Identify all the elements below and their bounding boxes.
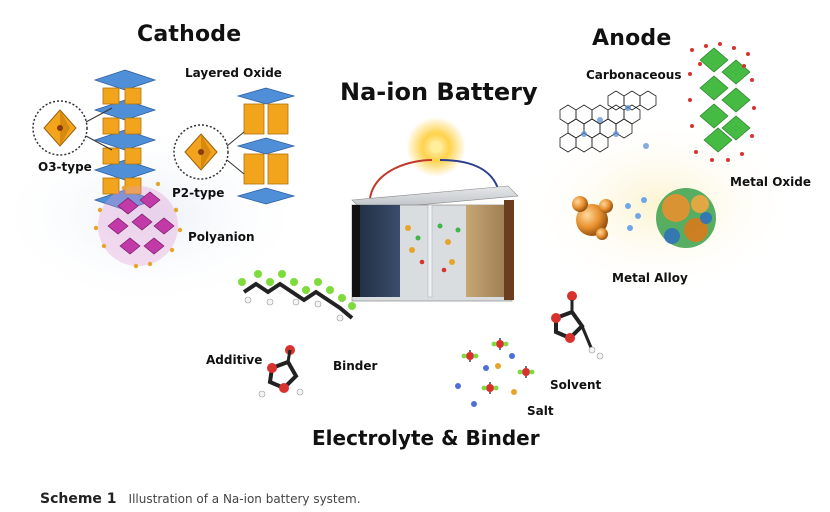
battery-cell [351,117,519,302]
solvent-molecule [551,291,604,360]
additive-label: Additive [206,353,263,367]
polyanion-structure [93,181,183,269]
layered-oxide-o3-structure [32,69,157,211]
figure-caption: Scheme 1 Illustration of a Na-ion battery… [40,488,361,507]
salt-molecules [455,338,535,407]
carbonaceous-label: Carbonaceous [586,68,682,82]
caption-text: Illustration of a Na-ion battery system. [128,492,361,506]
carbonaceous-structure [559,90,657,153]
layered-oxide-label: Layered Oxide [185,66,282,80]
battery-title: Na-ion Battery [340,78,538,106]
polyanion-label: Polyanion [188,230,255,244]
electrolyte-binder-heading: Electrolyte & Binder [312,426,540,450]
metal-alloy-structure [572,188,716,248]
salt-label: Salt [527,404,554,418]
na-ion-battery-diagram [0,42,800,407]
caption-scheme-number: Scheme 1 [40,491,117,507]
cathode-heading: Cathode [137,22,242,47]
additive-molecule [258,345,304,398]
metal-alloy-label: Metal Alloy [612,271,688,285]
binder-molecule [238,270,356,322]
layered-oxide-p2-structure [173,87,296,205]
p2-type-label: P2-type [172,186,225,200]
anode-heading: Anode [592,26,672,51]
o3-type-label: O3-type [38,160,92,174]
metal-oxide-label: Metal Oxide [730,175,811,189]
metal-oxide-structure [688,42,756,162]
solvent-label: Solvent [550,378,602,392]
binder-label: Binder [333,359,378,373]
